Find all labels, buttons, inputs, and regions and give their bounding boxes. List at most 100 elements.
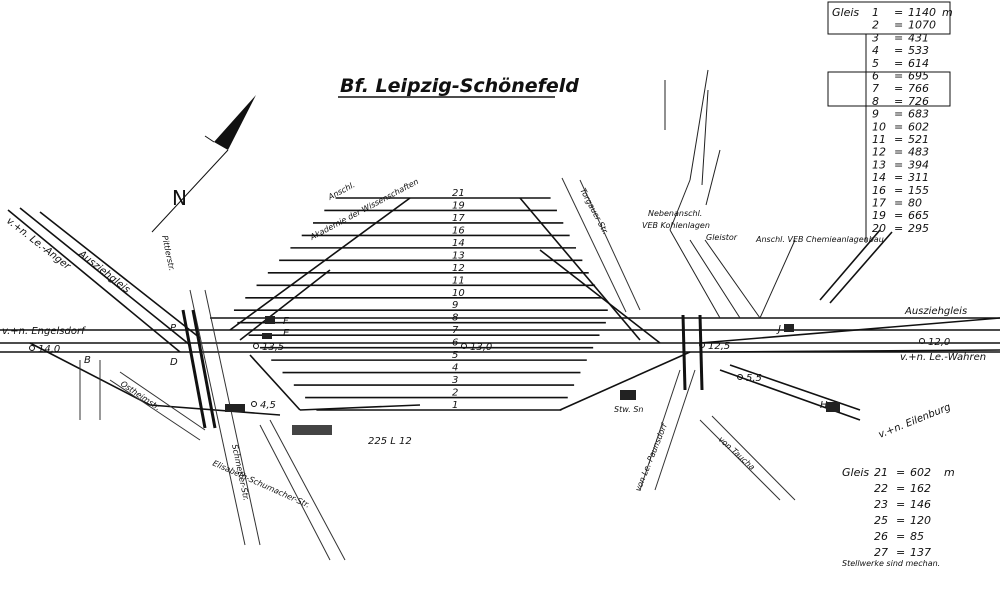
main-lines — [0, 207, 1000, 416]
letter-b: B — [84, 355, 91, 366]
table-equals: = — [894, 158, 903, 171]
table-equals: = — [894, 197, 903, 210]
table-equals: = — [894, 44, 903, 57]
table-top-highlight-2 — [827, 71, 951, 107]
letter-h: H — [820, 400, 828, 411]
table-gleis-number: 3 — [872, 31, 879, 44]
label-torgauer-str: Torgauer Str. — [578, 187, 610, 236]
table-length-value: 295 — [908, 222, 929, 235]
table-unit: m — [944, 466, 955, 479]
table-gleis-number: 8 — [872, 95, 879, 108]
table-gleis-number: 7 — [872, 82, 879, 95]
table-length-value: 533 — [908, 44, 929, 57]
table-length-value: 602 — [908, 120, 929, 133]
table-gleis-number: 16 — [872, 184, 886, 197]
table-equals: = — [896, 530, 905, 543]
label-from-leipzig-anger: v.+n. Le.-Anger — [4, 216, 73, 273]
table-gleis-number: 9 — [872, 108, 879, 121]
table-length-value: 766 — [908, 82, 929, 95]
table-length-value: 614 — [908, 57, 929, 70]
table-length-value: 695 — [908, 70, 929, 83]
label-elisabeth-str: Elisabeth-Schumacher-Str. — [211, 459, 311, 510]
table-equals: = — [894, 222, 903, 235]
table-length-value: 431 — [908, 31, 929, 44]
track-number-label: 17 — [452, 213, 465, 224]
track-number-label: 5 — [452, 350, 458, 361]
table-equals: = — [894, 108, 903, 121]
table-length-value: 85 — [910, 530, 924, 543]
label-from-leipzig-wahren: v.+n. Le.-Wahren — [900, 352, 986, 363]
label-stw-sn: Stw. Sn — [614, 405, 643, 414]
table-gleis-number: 17 — [872, 197, 886, 210]
km-13-0: 13,0 — [470, 342, 492, 353]
table-equals: = — [896, 514, 905, 527]
yard-throat — [239, 269, 331, 341]
table-length-value: 146 — [910, 498, 931, 511]
table-gleis-number: 20 — [872, 222, 886, 235]
table-equals: = — [894, 171, 903, 184]
table-gleis-number: 4 — [872, 44, 879, 57]
table-equals: = — [894, 120, 903, 133]
table-gleis-number: 12 — [872, 146, 886, 159]
track-number-label: 9 — [452, 300, 458, 311]
bridges — [181, 309, 704, 429]
km-12-0: 12,0 — [928, 337, 950, 348]
table-length-value: 1070 — [908, 19, 936, 32]
table-length-value: 665 — [908, 209, 929, 222]
track-number-label: 8 — [452, 313, 458, 324]
label-from-eilenburg: v.+n. Eilenburg — [877, 402, 952, 441]
table-top-highlight-1 — [827, 1, 951, 35]
label-length-225: 225 L 12 — [368, 436, 412, 447]
yard-throat — [539, 249, 661, 344]
label-ausziehgleis-right: Ausziehgleis — [904, 306, 967, 317]
table-length-value: 137 — [910, 546, 931, 559]
table-gleis-number: 21 — [874, 466, 888, 479]
table-equals: = — [894, 31, 903, 44]
note-stellwerke: Stellwerke sind mechan. — [842, 559, 940, 568]
track-number-label: 21 — [452, 188, 465, 199]
track-number-label: 4 — [452, 363, 458, 374]
table-bottom-header: Gleis — [842, 466, 869, 479]
track-number-label: 12 — [452, 263, 465, 274]
table-length-value: 602 — [910, 466, 931, 479]
table-length-value: 155 — [908, 184, 929, 197]
yard-tracks — [229, 197, 691, 411]
track-number-label: 16 — [452, 225, 465, 236]
signal-letters: P D B F E J H — [84, 316, 828, 411]
table-gleis-number: 13 — [872, 158, 886, 171]
label-from-le-paunsdorf: von Le.-Paunsdorf — [634, 421, 670, 492]
label-gleistor: Gleistor — [706, 233, 738, 242]
table-equals: = — [894, 70, 903, 83]
yard-throat — [229, 197, 411, 331]
km-14-0: 14,0 — [38, 344, 60, 355]
table-gleis-number: 11 — [872, 133, 886, 146]
label-pittlerstr: Pittlerstr. — [160, 235, 176, 272]
letter-p: P — [170, 323, 177, 334]
label-nebenanschl: Nebenanschl. — [648, 209, 702, 218]
km-5-5: 5,5 — [746, 373, 762, 384]
km-13-5: 13,5 — [262, 342, 284, 353]
right-lines — [664, 69, 1000, 421]
table-equals: = — [894, 133, 903, 146]
table-gleis-number: 14 — [872, 171, 886, 184]
track-number-label: 13 — [452, 250, 465, 261]
table-length-value: 394 — [908, 158, 929, 171]
km-markers: 14,0 13,5 13,0 12,5 12,0 5,5 4,5 — [29, 337, 950, 411]
table-gleis-number: 22 — [874, 482, 888, 495]
table-length-value: 521 — [908, 133, 929, 146]
table-equals: = — [896, 546, 905, 559]
table-gleis-number: 10 — [872, 120, 886, 133]
north-arrow-icon: N — [151, 95, 256, 233]
yard-throat — [299, 404, 421, 411]
track-number-label: 14 — [452, 238, 465, 249]
table-unit: m — [942, 6, 953, 19]
table-gleis-number: 23 — [874, 498, 888, 511]
km-4-5: 4,5 — [260, 400, 276, 411]
table-equals: = — [894, 146, 903, 159]
roads — [79, 177, 796, 561]
table-equals: = — [894, 184, 903, 197]
table-equals: = — [894, 95, 903, 108]
table-equals: = — [894, 82, 903, 95]
